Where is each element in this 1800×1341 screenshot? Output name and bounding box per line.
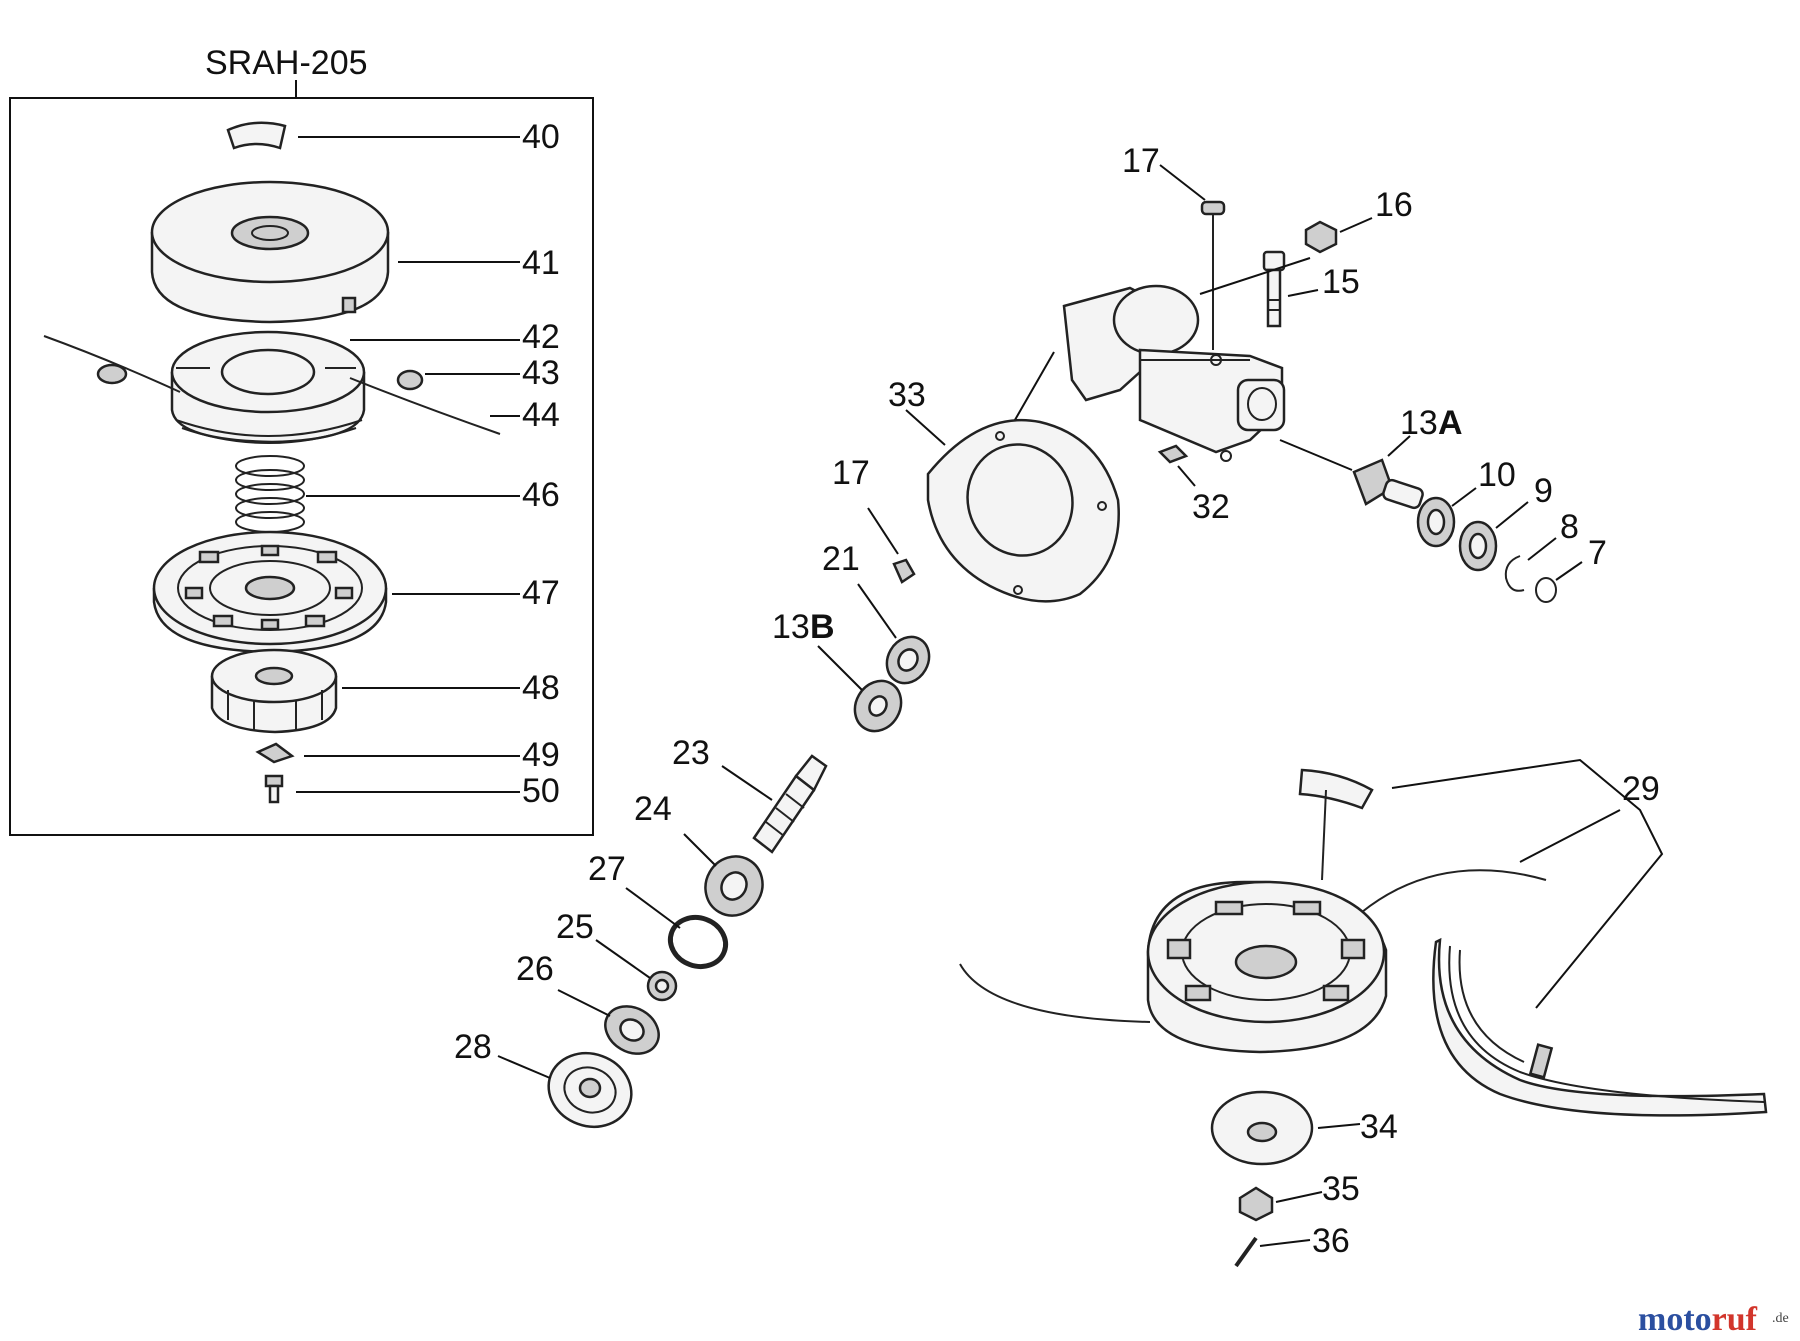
part-43-line-eyelet xyxy=(96,363,424,391)
label-46: 46 xyxy=(522,476,560,514)
part-34-washer-plate xyxy=(1210,1090,1314,1166)
part-41-housing-cover xyxy=(150,180,390,324)
label-41: 41 xyxy=(522,244,560,282)
part-13a-bevel-gear xyxy=(1352,458,1424,510)
part-15-bolt xyxy=(1262,250,1286,328)
label-17-lower: 17 xyxy=(832,454,870,492)
part-29-cutting-head xyxy=(959,768,1768,1117)
part-48-knob xyxy=(210,648,338,734)
gear-head-assembly: 17 16 15 32 xyxy=(999,142,1607,603)
part-28-cover xyxy=(547,1051,633,1129)
label-26: 26 xyxy=(516,950,554,988)
label-49: 49 xyxy=(522,736,560,774)
label-13a-num: 13 xyxy=(1400,404,1438,442)
part-8-snap-ring xyxy=(1504,555,1525,592)
label-35: 35 xyxy=(1322,1170,1360,1208)
part-44-cutting-line xyxy=(43,335,501,435)
label-13b-num: 13 xyxy=(772,608,810,646)
watermark-ruf: ruf xyxy=(1712,1301,1758,1338)
watermark-moto: moto xyxy=(1638,1301,1712,1338)
label-21: 21 xyxy=(822,540,860,578)
label-44: 44 xyxy=(522,396,560,434)
part-17-bolt-lower xyxy=(892,558,916,584)
part-32-washer xyxy=(1157,444,1189,464)
part-23-shaft xyxy=(752,754,828,854)
label-13b-suffix: B xyxy=(810,608,835,646)
label-33: 33 xyxy=(888,376,926,414)
label-9: 9 xyxy=(1534,472,1553,510)
label-23: 23 xyxy=(672,734,710,772)
part-9-bearing xyxy=(1458,520,1498,572)
label-36: 36 xyxy=(1312,1222,1350,1260)
label-27: 27 xyxy=(588,850,626,888)
label-7: 7 xyxy=(1588,534,1607,572)
part-47-base-plate xyxy=(152,530,388,654)
label-8: 8 xyxy=(1560,508,1579,546)
part-17-bolt-top xyxy=(1200,200,1226,350)
kit-title: SRAH-205 xyxy=(205,44,368,82)
label-48: 48 xyxy=(522,669,560,707)
label-16: 16 xyxy=(1375,186,1413,224)
part-7-ring xyxy=(1535,577,1557,603)
watermark-tld: .de xyxy=(1772,1311,1789,1326)
part-16-nut xyxy=(1304,220,1338,254)
label-10: 10 xyxy=(1478,456,1516,494)
part-13b-bevel-gear xyxy=(853,679,903,733)
part-27-ring xyxy=(667,914,729,970)
label-24: 24 xyxy=(634,790,672,828)
part-35-nut xyxy=(1238,1186,1274,1222)
label-42: 42 xyxy=(522,318,560,356)
label-29: 29 xyxy=(1622,770,1660,808)
watermark-logo: motoruf .de xyxy=(1638,1301,1789,1338)
label-32: 32 xyxy=(1192,488,1230,526)
kit-box-srah-205: SRAH-205 40 41 xyxy=(9,44,594,836)
part-46-spring xyxy=(235,455,305,533)
part-26-bearing xyxy=(604,1005,660,1055)
label-28: 28 xyxy=(454,1028,492,1066)
part-49-washer xyxy=(255,742,295,764)
label-13a-suffix: A xyxy=(1438,404,1463,442)
label-17-top: 17 xyxy=(1122,142,1160,180)
label-47: 47 xyxy=(522,574,560,612)
part-33-guard-plate xyxy=(926,418,1120,603)
part-24-bearing xyxy=(704,855,764,917)
label-15: 15 xyxy=(1322,263,1360,301)
part-36-pin xyxy=(1234,1236,1258,1268)
label-43: 43 xyxy=(522,354,560,392)
part-40-cover-plate xyxy=(226,121,287,150)
gear-case-housing xyxy=(1062,284,1286,462)
label-40: 40 xyxy=(522,118,560,156)
part-50-bolt xyxy=(264,774,284,804)
part-10-bearing xyxy=(1416,496,1456,548)
label-25: 25 xyxy=(556,908,594,946)
part-25-collar xyxy=(646,970,678,1002)
label-34: 34 xyxy=(1360,1108,1398,1146)
part-42-spool xyxy=(170,330,366,444)
label-50: 50 xyxy=(522,772,560,810)
svg-text:motoruf: motoruf xyxy=(1638,1301,1758,1338)
part-21-bearing xyxy=(885,635,931,685)
